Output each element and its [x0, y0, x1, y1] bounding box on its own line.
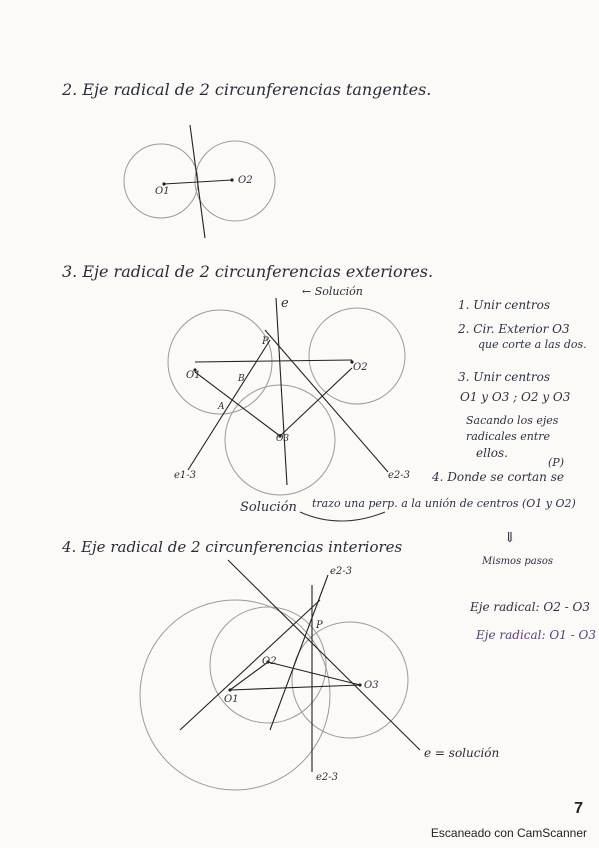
s3-circle-2 — [308, 307, 406, 405]
s3-e13 — [187, 339, 271, 471]
s4-circle-big — [139, 599, 331, 791]
s4-e13 — [179, 599, 321, 731]
s3-label-o3: O3 — [276, 434, 290, 444]
s4-label-e23-bottom: e2-3 — [316, 772, 339, 783]
s2-circle-1 — [123, 143, 199, 219]
s3-label-o2: O2 — [353, 362, 368, 373]
s3-label-o1: O1 — [186, 370, 201, 381]
step-3e: ellos. — [476, 446, 508, 460]
s3-label-b: B — [238, 374, 245, 384]
s4-label-e-solucion: e = solución — [424, 746, 500, 760]
step-p-mark: (P) — [548, 456, 564, 469]
s3-label-e23: e2-3 — [388, 470, 411, 481]
step-4: 4. Donde se cortan se — [432, 470, 564, 484]
eje-radical-o1-o3: Eje radical: O1 - O3 — [476, 628, 597, 642]
step-1: 1. Unir centros — [458, 298, 550, 312]
s4-circle-right — [291, 621, 409, 739]
s4-label-o1: O1 — [224, 694, 239, 705]
s3-e23 — [264, 329, 389, 473]
s2-label-o2: O2 — [238, 175, 253, 186]
arrow-down: ⇓ — [504, 530, 516, 546]
scanner-watermark: Escaneado con CamScanner — [430, 826, 587, 840]
s3-o2-o3 — [279, 367, 353, 437]
section-4-title: 4. Eje radical de 2 circunferencias inte… — [62, 538, 403, 556]
s3-label-solucion-arrow: ← Solución — [302, 285, 363, 298]
page-number: 7 — [574, 800, 583, 817]
s3-e-axis — [275, 297, 288, 486]
s2-circle-2 — [194, 140, 276, 222]
s3-o1-o3 — [194, 371, 281, 437]
s2-center-line — [163, 179, 233, 185]
s4-label-p: P — [316, 620, 323, 631]
s4-o1-o2 — [229, 661, 269, 691]
mismos-pasos: Mismos pasos — [482, 556, 554, 567]
step-3a: 3. Unir centros — [458, 370, 550, 384]
eje-radical-o2-o3: Eje radical: O2 - O3 — [470, 600, 591, 614]
s4-e-solucion — [227, 559, 421, 751]
s3-o1-o2 — [194, 359, 353, 363]
step-2a: 2. Cir. Exterior O3 — [458, 322, 570, 336]
step-3b: O1 y O3 ; O2 y O3 — [460, 390, 571, 404]
s3-label-e13: e1-3 — [174, 470, 197, 481]
s3-label-p: P — [262, 336, 269, 347]
s4-o2-o3 — [267, 661, 361, 686]
s3-label-e: e — [281, 296, 289, 311]
s3-circle-3 — [224, 384, 336, 496]
s3-circle-1 — [167, 309, 273, 415]
s4-circle-mid — [209, 606, 327, 724]
s3-label-a: A — [218, 402, 225, 412]
s4-label-e23-top: e2-3 — [330, 566, 353, 577]
s4-label-o2: O2 — [262, 656, 277, 667]
s4-label-o3: O3 — [364, 680, 379, 691]
section-2-title: 2. Eje radical de 2 circunferencias tang… — [62, 80, 432, 99]
solucion-swoosh — [299, 511, 386, 522]
step-3d: radicales entre — [466, 430, 551, 443]
solucion-label: Solución — [240, 500, 297, 515]
step-2b: que corte a las dos. — [478, 338, 587, 351]
step-3c: Sacando los ejes — [466, 414, 559, 427]
s2-label-o1: O1 — [155, 186, 170, 197]
section-3-title: 3. Eje radical de 2 circunferencias exte… — [62, 262, 434, 281]
perp-instruction: trazo una perp. a la unión de centros (O… — [312, 497, 576, 510]
s4-o1-o3 — [229, 684, 361, 691]
